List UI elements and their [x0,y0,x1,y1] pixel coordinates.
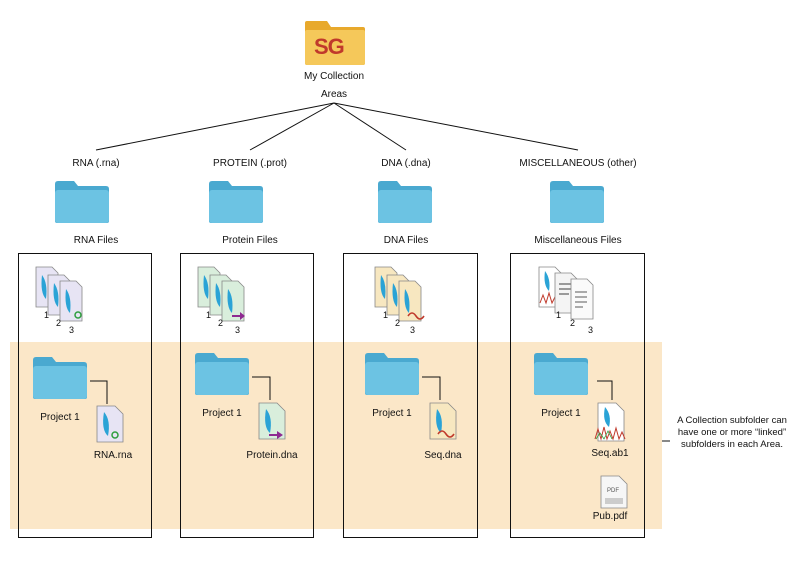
dna-stack-num-2: 2 [395,318,401,328]
rna-files-folder-icon[interactable] [54,178,110,229]
protein-project-folder-icon[interactable] [194,350,250,401]
misc-project-folder-icon[interactable] [533,350,589,401]
area-label-protein: PROTEIN (.prot) [213,158,287,169]
root-title: My Collection [303,71,365,82]
area-column-misc [510,253,645,538]
dna-file-stack-icon[interactable] [373,265,433,330]
folder-label-dna: DNA Files [383,235,429,246]
pdf-icon-text: PDF [607,488,619,494]
area-column-protein [180,253,314,538]
misc-stack-num-1: 1 [556,310,562,320]
file-label-ab1: Seq.ab1 [591,448,629,459]
file-label-rna: RNA.rna [93,450,133,461]
dna-files-folder-icon[interactable] [377,178,433,229]
folder-label-rna: RNA Files [73,235,119,246]
protein-file-stack-icon[interactable] [196,265,256,330]
protein-stack-num-3: 3 [235,325,241,335]
sg-badge: SG [314,34,345,59]
misc-stack-num-3: 3 [588,325,594,335]
dna-project-folder-icon[interactable] [364,350,420,401]
protein-files-folder-icon[interactable] [208,178,264,229]
folder-label-protein: Protein Files [222,235,278,246]
rna-file-stack-icon[interactable] [34,265,94,330]
file-label-dna: Seq.dna [424,450,462,461]
rna-stack-num-1: 1 [44,310,50,320]
area-label-rna: RNA (.rna) [72,158,120,169]
area-column-dna [343,253,478,538]
rna-project-folder-icon[interactable] [32,354,88,405]
project-label-rna: Project 1 [40,412,80,423]
rna-file-icon[interactable] [95,404,125,449]
explanatory-note: A Collection subfolder can have one or m… [677,415,787,450]
pdf-file-icon[interactable]: PDF [599,474,629,515]
project-label-misc: Project 1 [541,408,581,419]
dna-file-icon[interactable] [428,401,458,446]
project-label-protein: Project 1 [202,408,242,419]
dna-stack-num-3: 3 [410,325,416,335]
rna-stack-num-2: 2 [56,318,62,328]
area-label-misc: MISCELLANEOUS (other) [519,158,637,169]
ab1-file-icon[interactable] [594,401,630,448]
project-label-dna: Project 1 [372,408,412,419]
misc-files-folder-icon[interactable] [549,178,605,229]
area-label-dna: DNA (.dna) [381,158,431,169]
misc-file-stack-icon[interactable] [537,265,607,330]
misc-stack-num-2: 2 [570,318,576,328]
rna-stack-num-3: 3 [69,325,75,335]
file-label-protein: Protein.dna [246,450,298,461]
protein-stack-num-2: 2 [218,318,224,328]
protein-file-icon[interactable] [257,401,287,446]
root-folder-icon[interactable]: SG [303,17,367,72]
file-label-pdf: Pub.pdf [592,511,628,522]
root-subtitle: Areas [320,89,348,100]
folder-label-misc: Miscellaneous Files [534,235,622,246]
area-column-rna [18,253,152,538]
protein-stack-num-1: 1 [206,310,212,320]
dna-stack-num-1: 1 [383,310,389,320]
